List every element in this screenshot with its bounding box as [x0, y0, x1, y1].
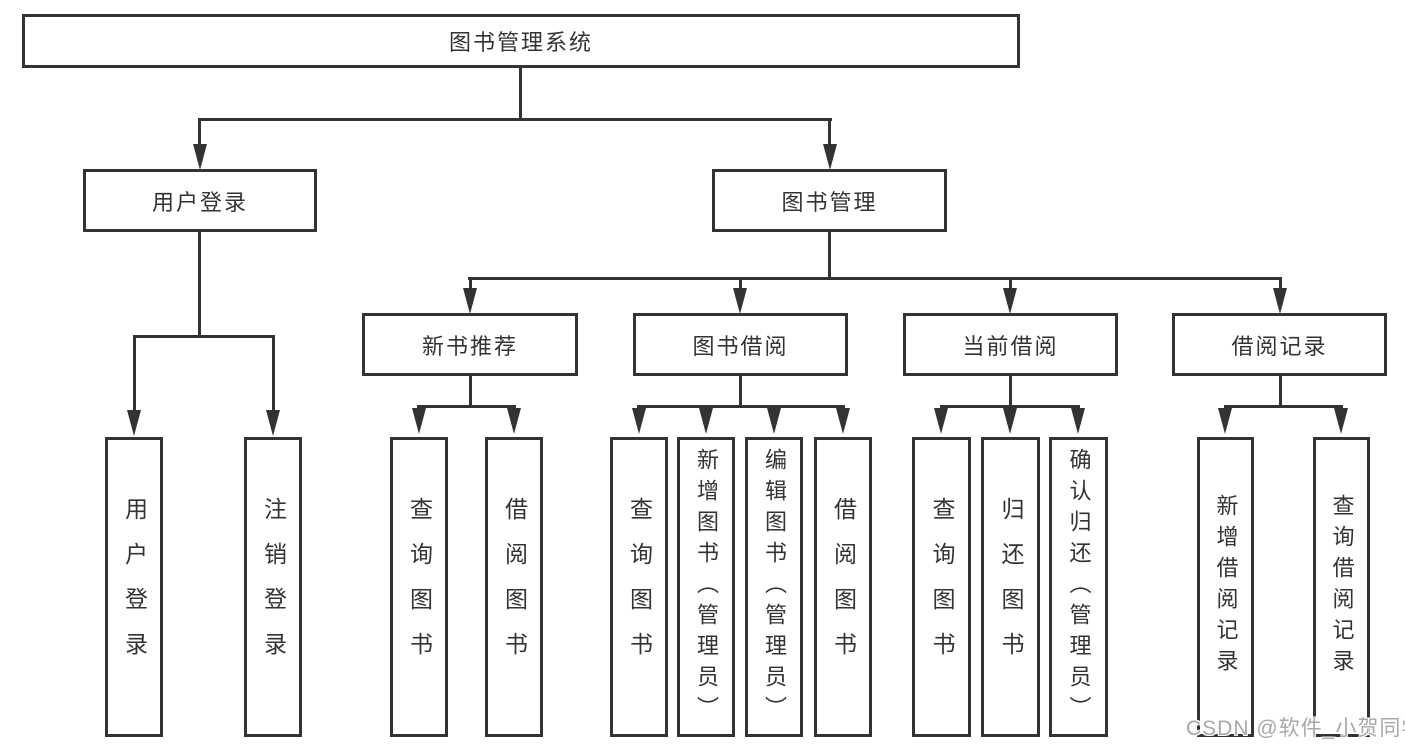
connector-line — [739, 280, 742, 290]
leaf-recommend-borrow-books-label: 借阅图书 — [501, 497, 528, 677]
leaf-borrowing-query-books-label: 查询图书 — [626, 497, 653, 677]
arrow-down-icon — [934, 408, 948, 434]
arrow-down-icon — [463, 288, 477, 314]
arrow-down-icon — [1218, 408, 1232, 434]
arrow-down-icon — [1071, 408, 1085, 434]
leaf-borrowing-borrow-books-label: 借阅图书 — [830, 497, 857, 677]
connector-line — [198, 118, 832, 121]
node-borrowing-records: 借阅记录 — [1172, 313, 1387, 376]
node-new-book-recommend: 新书推荐 — [362, 313, 578, 376]
arrow-down-icon — [836, 408, 850, 434]
leaf-edit-books-admin: 编辑图书（管理员） — [745, 437, 803, 737]
arrow-down-icon — [507, 408, 521, 434]
node-root: 图书管理系统 — [22, 14, 1020, 68]
leaf-return-books: 归还图书 — [981, 437, 1040, 737]
connector-line — [133, 338, 136, 412]
leaf-add-books-admin: 新增图书（管理员） — [677, 437, 735, 737]
connector-line — [198, 121, 201, 146]
arrow-down-icon — [127, 410, 141, 436]
node-new-book-recommend-label: 新书推荐 — [421, 333, 518, 359]
node-user-login: 用户登录 — [83, 169, 317, 232]
leaf-recommend-borrow-books: 借阅图书 — [485, 437, 543, 737]
arrow-down-icon — [266, 410, 280, 436]
arrow-down-icon — [733, 288, 747, 314]
leaf-user-login-label: 用户登录 — [121, 497, 148, 677]
connector-line — [739, 376, 742, 408]
node-book-management-label: 图书管理 — [781, 189, 878, 215]
connector-line — [272, 338, 275, 412]
leaf-user-login: 用户登录 — [105, 437, 163, 737]
node-user-login-label: 用户登录 — [151, 189, 248, 215]
connector-line — [1279, 280, 1282, 290]
leaf-confirm-return-admin-label: 确认归还（管理员） — [1066, 447, 1092, 727]
leaf-query-borrow-record-label: 查询借阅记录 — [1329, 494, 1355, 680]
connector-line — [417, 405, 516, 408]
arrow-down-icon — [1003, 288, 1017, 314]
node-book-borrowing: 图书借阅 — [633, 313, 848, 376]
leaf-current-query-books-label: 查询图书 — [929, 497, 955, 677]
node-borrowing-records-label: 借阅记录 — [1231, 333, 1328, 359]
arrow-down-icon — [412, 408, 426, 434]
arrow-down-icon — [699, 408, 713, 434]
leaf-recommend-query-books-label: 查询图书 — [406, 497, 433, 677]
connector-line — [637, 405, 845, 408]
connector-line — [468, 277, 1282, 280]
leaf-edit-books-admin-label: 编辑图书（管理员） — [762, 447, 787, 727]
arrow-down-icon — [1273, 288, 1287, 314]
node-current-borrowing-label: 当前借阅 — [962, 333, 1059, 359]
leaf-logout: 注销登录 — [244, 437, 302, 737]
leaf-return-books-label: 归还图书 — [998, 497, 1024, 677]
node-book-management: 图书管理 — [712, 169, 947, 232]
node-book-borrowing-label: 图书借阅 — [692, 333, 789, 359]
leaf-current-query-books: 查询图书 — [912, 437, 971, 737]
connector-line — [828, 121, 831, 146]
arrow-down-icon — [823, 144, 837, 170]
connector-line — [1224, 405, 1343, 408]
arrow-down-icon — [1003, 408, 1017, 434]
node-root-label: 图书管理系统 — [448, 30, 593, 55]
leaf-recommend-query-books: 查询图书 — [390, 437, 448, 737]
connector-line — [198, 232, 201, 337]
connector-line — [1009, 376, 1012, 408]
arrow-down-icon — [632, 408, 646, 434]
connector-line — [469, 280, 472, 290]
leaf-add-books-admin-label: 新增图书（管理员） — [694, 447, 719, 727]
arrow-down-icon — [193, 144, 207, 170]
arrow-down-icon — [767, 408, 781, 434]
connector-line — [469, 376, 472, 408]
connector-line — [133, 335, 275, 338]
leaf-confirm-return-admin: 确认归还（管理员） — [1049, 437, 1108, 737]
leaf-query-borrow-record: 查询借阅记录 — [1313, 437, 1370, 737]
connector-line — [940, 405, 1080, 408]
watermark: CSDN @软件_小贺同学 — [1186, 717, 1405, 740]
leaf-borrowing-query-books: 查询图书 — [610, 437, 668, 737]
connector-line — [519, 68, 522, 118]
leaf-logout-label: 注销登录 — [260, 497, 287, 677]
leaf-add-borrow-record-label: 新增借阅记录 — [1213, 494, 1239, 680]
arrow-down-icon — [1334, 408, 1348, 434]
connector-line — [828, 232, 831, 277]
node-current-borrowing: 当前借阅 — [903, 313, 1118, 376]
leaf-borrowing-borrow-books: 借阅图书 — [814, 437, 872, 737]
connector-line — [1279, 376, 1282, 408]
connector-line — [1009, 280, 1012, 290]
leaf-add-borrow-record: 新增借阅记录 — [1197, 437, 1254, 737]
